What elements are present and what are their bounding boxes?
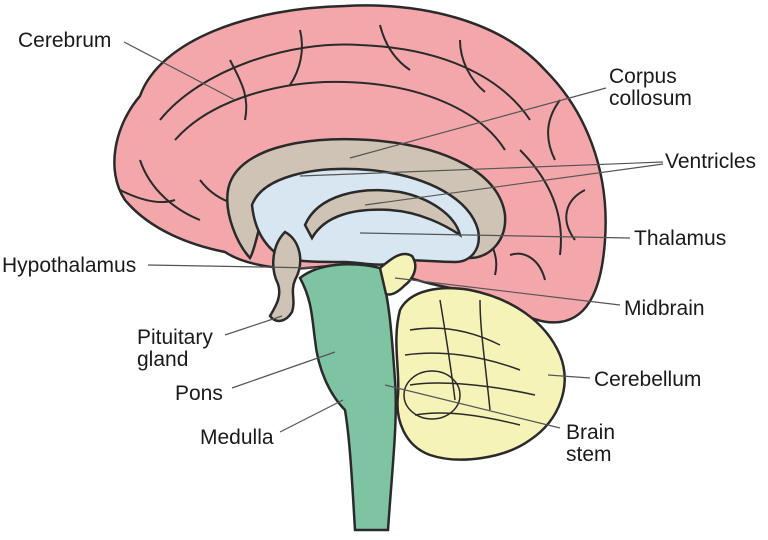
label-pituitary-line2: gland <box>137 348 189 371</box>
label-midbrain: Midbrain <box>624 297 705 320</box>
brainstem-shape <box>298 263 398 532</box>
label-corpus-collosum: Corpus collosum <box>609 66 692 110</box>
pituitary-shape <box>268 230 302 323</box>
leader-lines <box>123 41 664 433</box>
label-cerebrum: Cerebrum <box>18 29 112 52</box>
label-thalamus: Thalamus <box>634 227 727 250</box>
cerebellum-folds <box>403 299 536 426</box>
label-corpus-line1: Corpus <box>609 65 677 88</box>
label-medulla: Medulla <box>200 426 274 449</box>
cerebellum-shape <box>395 286 566 461</box>
label-cerebellum: Cerebellum <box>594 368 702 391</box>
label-brainstem-line2: stem <box>566 443 612 466</box>
label-corpus-line2: collosum <box>609 87 692 110</box>
label-ventricles: Ventricles <box>665 150 757 173</box>
label-brain-stem: Brain stem <box>566 422 615 466</box>
midbrain-shape <box>378 252 417 296</box>
label-hypothalamus: Hypothalamus <box>2 254 137 277</box>
label-pituitary-line1: Pituitary <box>137 326 213 349</box>
label-pons: Pons <box>175 382 223 405</box>
label-brainstem-line1: Brain <box>566 421 616 444</box>
label-pituitary-gland: Pituitary gland <box>137 327 213 371</box>
